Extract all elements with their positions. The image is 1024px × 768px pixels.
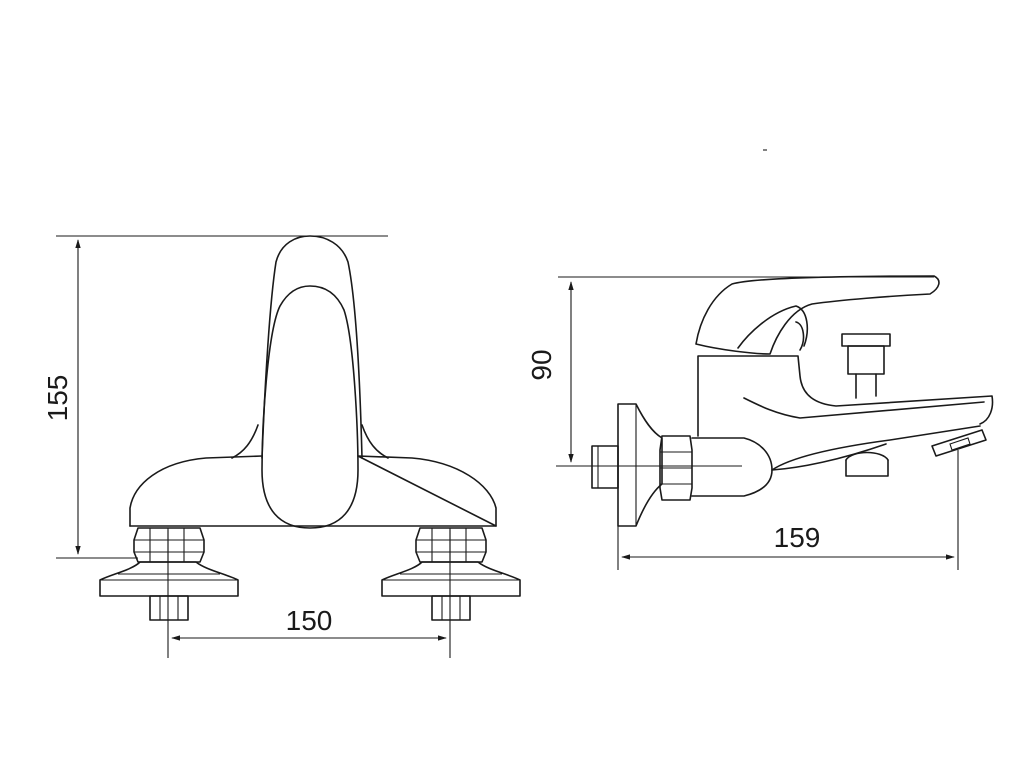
- side-lever: [695, 275, 940, 355]
- side-hex-nut: [659, 435, 693, 501]
- side-view: 90 159: [526, 149, 994, 570]
- front-lever-outer: [261, 235, 363, 459]
- left-flange: [99, 561, 239, 597]
- dimension-150: 150: [286, 605, 333, 636]
- left-hex-nut: [133, 527, 205, 563]
- left-pipe-stub: [149, 595, 189, 621]
- side-length-dimension: [617, 450, 959, 570]
- side-lever-inner: [737, 305, 809, 351]
- dimension-155: 155: [42, 375, 73, 422]
- spout: [743, 397, 985, 471]
- dimension-90: 90: [526, 349, 557, 380]
- right-hex-nut: [415, 527, 487, 563]
- front-lever-cap: [231, 424, 389, 459]
- side-body-upper: [697, 355, 994, 437]
- spout-lower: [771, 443, 887, 471]
- side-height-dimension: [558, 276, 934, 463]
- shower-outlet: [845, 451, 889, 477]
- side-body: [691, 437, 773, 497]
- aerator: [931, 429, 987, 457]
- diverter-knob: [841, 333, 891, 399]
- front-body: [129, 455, 497, 527]
- right-pipe-stub: [431, 595, 471, 621]
- right-flange: [381, 561, 521, 597]
- front-lever-inner: [261, 285, 359, 529]
- dimension-159: 159: [774, 522, 821, 553]
- wall-flange: [617, 403, 663, 527]
- front-height-dimension: [56, 235, 388, 559]
- inlet-stub: [591, 445, 619, 489]
- front-view: 155 150: [42, 235, 521, 658]
